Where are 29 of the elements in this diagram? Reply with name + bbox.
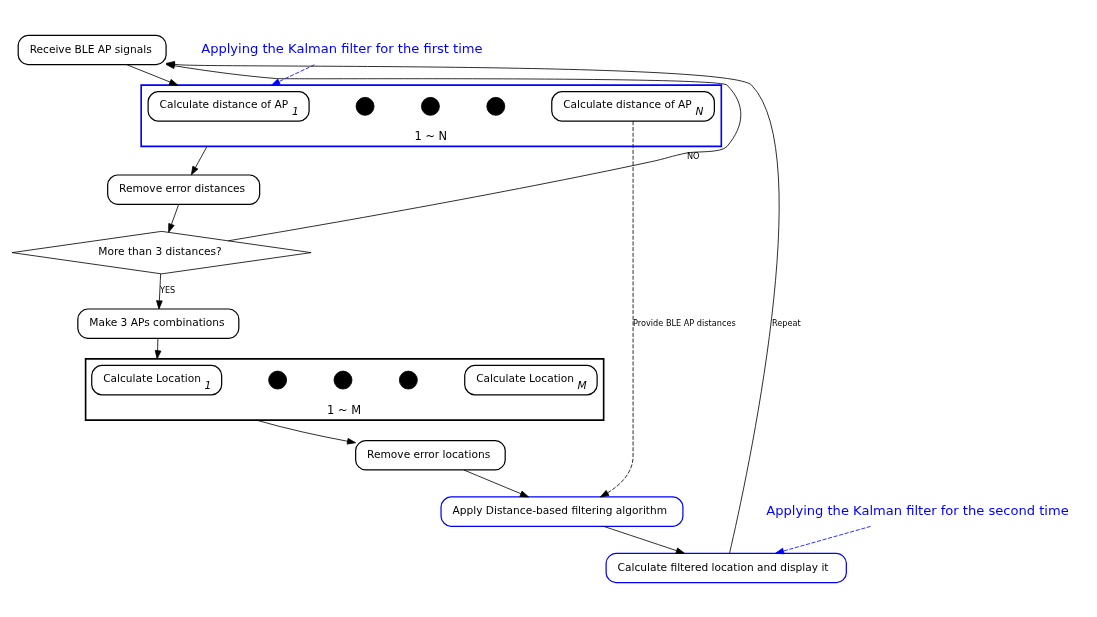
node-box: Make 3 APs combinations	[77, 307, 240, 339]
arrow	[603, 525, 685, 554]
node-circle	[486, 96, 506, 116]
node-text: Applying the Kalman filter for the second time	[766, 502, 1069, 518]
node-box: Remove error locations	[355, 439, 506, 471]
arrow	[775, 525, 871, 554]
node-box: Receive BLE AP signals	[17, 34, 167, 65]
node-box: Calculate filtered location and display it	[605, 552, 847, 583]
arrow	[156, 273, 163, 309]
node-box: Apply Distance-based filtering algorithm	[440, 495, 684, 527]
edge-label: YES	[159, 284, 176, 295]
arrow	[271, 63, 315, 85]
node-circle	[333, 370, 353, 389]
node-circle	[268, 370, 288, 389]
arrow	[191, 145, 208, 175]
arrow	[600, 120, 634, 497]
node-circle	[421, 96, 440, 116]
node-circle	[398, 370, 418, 389]
node-box: Remove error distances	[107, 173, 261, 205]
node-diamond: More than 3 distances?	[11, 230, 312, 274]
arrow	[255, 419, 357, 444]
node-text: Applying the Kalman filter for the first time	[201, 40, 483, 56]
edge-label: NO	[687, 150, 700, 161]
arrow	[463, 469, 529, 497]
edge-label: Provide BLE AP distances	[633, 317, 736, 328]
node-circle	[355, 96, 375, 116]
arrow	[168, 203, 180, 233]
edge-label: Repeat	[771, 317, 801, 328]
arrow	[154, 337, 162, 359]
